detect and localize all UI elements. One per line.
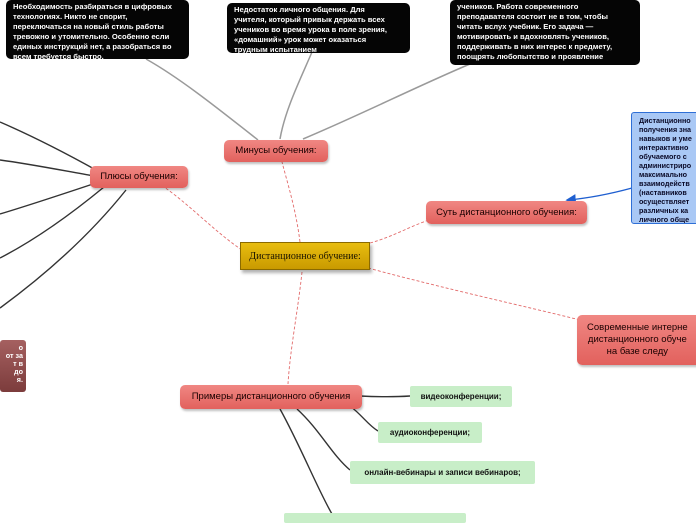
link-pluses-2 <box>0 159 95 177</box>
branch-pluses[interactable]: Плюсы обучения: <box>90 166 188 188</box>
branch-essence[interactable]: Суть дистанционного обучения: <box>426 201 587 224</box>
note-personal-contact[interactable]: Недостаток личного общения. Для учителя,… <box>227 3 410 53</box>
link-pluses-5 <box>0 189 127 309</box>
example-webinars[interactable]: онлайн-вебинары и записи вебинаров; <box>350 461 535 484</box>
example-audio-conferences[interactable]: аудиоконференции; <box>378 422 482 443</box>
link-center-modern <box>367 267 581 321</box>
link-pluses-1 <box>0 121 97 171</box>
branch-modern-internet[interactable]: Современные интерне дистанционного обуче… <box>577 315 696 365</box>
link-center-essence <box>369 218 433 244</box>
link-examples-audio <box>349 405 379 432</box>
link-examples-video <box>359 395 411 398</box>
link-center-examples <box>287 271 303 385</box>
link-center-pluses <box>163 186 243 251</box>
link-pluses-3 <box>0 182 97 215</box>
example-video-conferences[interactable]: видеоконференции; <box>410 386 512 407</box>
branch-examples[interactable]: Примеры дистанционного обучения <box>180 385 362 409</box>
link-minuses-digital <box>145 58 259 141</box>
link-examples-fourth <box>279 408 333 515</box>
link-pluses-4 <box>0 186 105 259</box>
note-definition[interactable]: Дистанционно получения зна навыков и уме… <box>631 112 696 224</box>
central-topic[interactable]: Дистанционное обучение: <box>240 242 370 270</box>
example-fourth[interactable] <box>284 513 466 523</box>
note-digital-skills[interactable]: Необходимость разбираться в цифровых тех… <box>6 0 189 59</box>
link-center-minuses <box>281 161 301 243</box>
link-minuses-motivation <box>302 63 471 140</box>
note-side-fragment[interactable]: о от за т в до я. <box>0 340 26 392</box>
link-minuses-personal <box>279 51 313 140</box>
link-examples-webinars <box>296 408 351 471</box>
link-definition-essence <box>565 187 633 205</box>
note-teacher-motivation[interactable]: учеников. Работа современного преподават… <box>450 0 640 65</box>
branch-minuses[interactable]: Минусы обучения: <box>224 140 328 162</box>
